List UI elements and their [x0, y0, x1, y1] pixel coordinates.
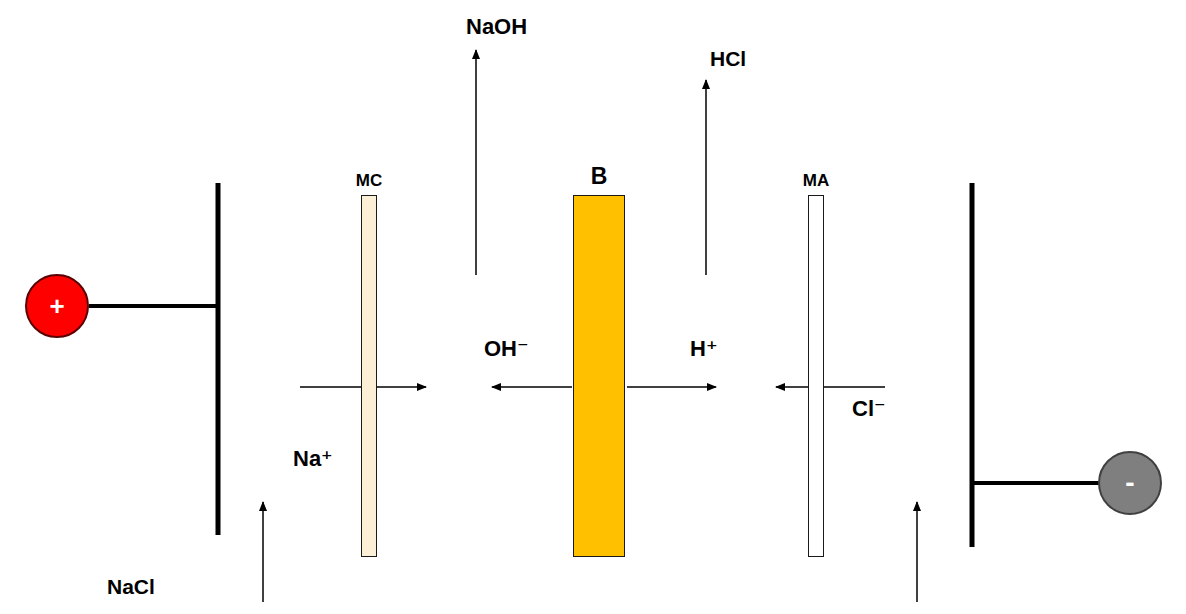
membrane-sheet: [361, 195, 377, 557]
anode-wire: [89, 304, 218, 308]
cathode-wire: [972, 481, 1099, 485]
membrane-label: B: [573, 163, 625, 191]
cation-membrane: MC: [356, 171, 382, 557]
cathode-plate: [970, 183, 975, 547]
membrane-sheet: [808, 195, 824, 557]
anion-membrane: MA: [803, 171, 829, 557]
bipolar-membrane: B: [573, 163, 625, 557]
feed-label: NaCl: [107, 574, 155, 599]
hydroxide-flux-arrow: [492, 386, 572, 388]
ion-label: H⁺: [690, 336, 718, 362]
naoh-outlet-arrow: [475, 50, 477, 275]
ion-label: Cl⁻: [852, 396, 886, 422]
ion-label: Na⁺: [293, 446, 333, 472]
hcl-outlet-arrow: [705, 80, 707, 275]
feed-inlet-arrow: [916, 502, 918, 602]
membrane-label: MA: [803, 171, 829, 191]
product-label: HCl: [710, 46, 746, 71]
ion-label: OH⁻: [484, 336, 529, 362]
product-label: NaOH: [466, 14, 527, 40]
terminal-sign: +: [49, 293, 64, 319]
membrane-sheet: [573, 195, 625, 557]
cathode-terminal: -: [1098, 451, 1162, 515]
anode-plate: [216, 183, 221, 535]
proton-flux-arrow: [627, 386, 716, 388]
anode-terminal: +: [25, 274, 89, 338]
feed-inlet-arrow: [262, 502, 264, 602]
terminal-sign: -: [1125, 469, 1134, 497]
chloride-flux-arrow: [776, 386, 885, 388]
membrane-label: MC: [356, 171, 382, 191]
